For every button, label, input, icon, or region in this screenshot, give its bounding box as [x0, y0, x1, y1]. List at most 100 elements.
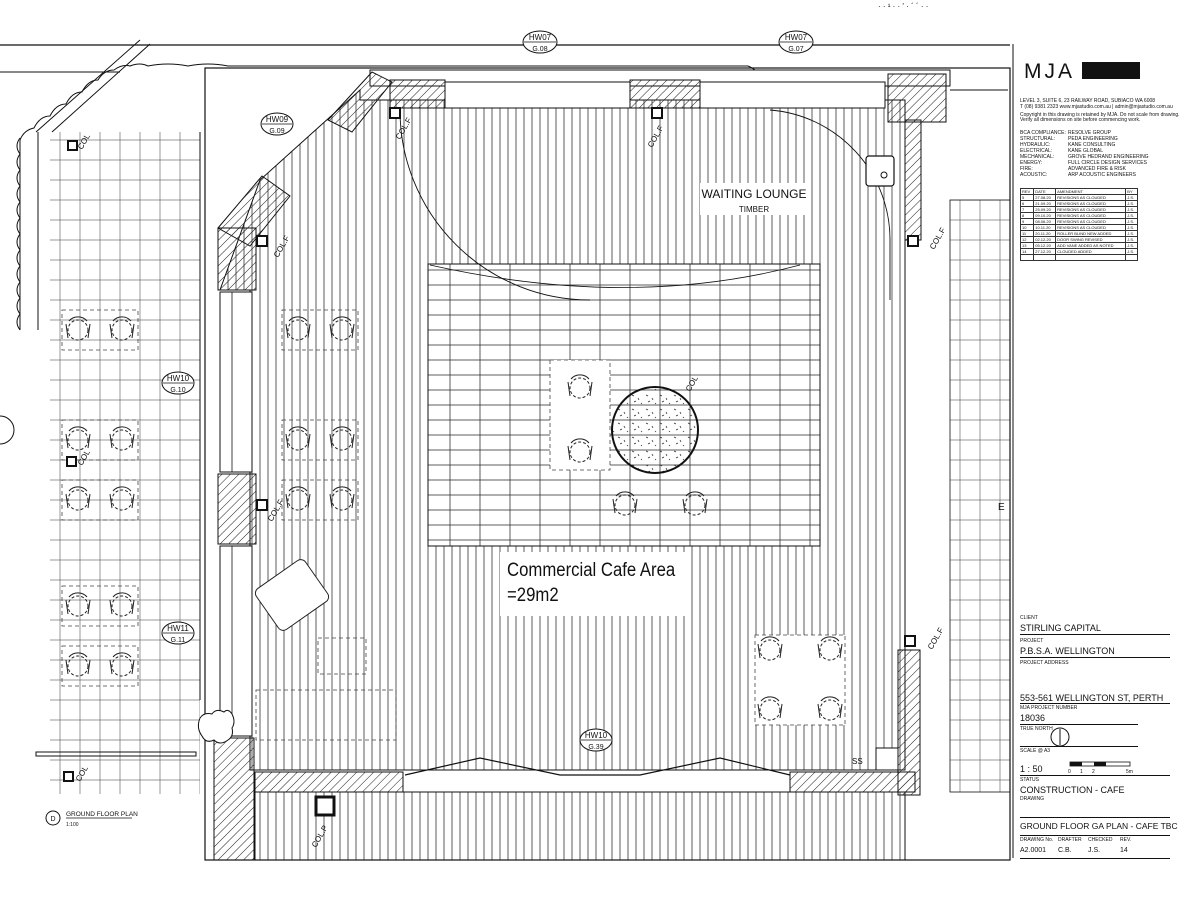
divider — [1020, 775, 1170, 776]
window-tag-ref: G.10 — [170, 387, 185, 394]
room-name: WAITING LOUNGE — [702, 187, 807, 201]
terrace-edge — [35, 751, 197, 757]
window-head — [444, 81, 631, 109]
drawing-scale: 1:100 — [66, 822, 79, 828]
revision-number: 14 — [1120, 847, 1128, 854]
field-label: STATUS — [1020, 777, 1039, 783]
consultant-role: HYDRAULIC: — [1020, 142, 1051, 148]
window-tag-ref: G.09 — [269, 128, 284, 135]
cafe-area-title: Commercial Cafe Area — [507, 560, 676, 581]
footer-header: CHECKED — [1088, 837, 1113, 843]
hatched-wall — [254, 771, 404, 793]
window-tag-ref: G.11 — [171, 637, 186, 644]
revision-cloud — [16, 137, 21, 331]
address-line: T (08) 9381 2323 www.mjastudio.com.au | … — [1020, 104, 1173, 110]
feature-column — [611, 386, 699, 474]
hatched-wall — [629, 79, 701, 109]
basin-icon — [865, 155, 895, 187]
cafe-area-label: Commercial Cafe Area =29m2 — [500, 552, 689, 616]
checked-by: J.S. — [1088, 847, 1101, 854]
address-line: LEVEL 3, SUITE 6, 23 RAILWAY ROAD, SUBIA… — [1020, 98, 1156, 104]
divider — [1020, 657, 1170, 658]
project-address: 553-561 WELLINGTON ST, PERTH — [1020, 693, 1164, 703]
copyright-note: Copyright in this drawing is retained by… — [1020, 112, 1180, 118]
services-label: SS — [852, 757, 863, 766]
door-swing — [769, 109, 891, 300]
cafe-area-size: =29m2 — [507, 585, 559, 606]
window-tag-code: HW11 — [167, 624, 189, 633]
column-marker — [63, 771, 74, 782]
window-tag-code: HW10 — [167, 374, 190, 383]
divider — [1020, 746, 1138, 747]
window-tag-code: HW07 — [529, 33, 552, 42]
consultant-name: PEDA ENGINEERING — [1068, 136, 1118, 142]
terrace-edge — [35, 39, 201, 700]
divider — [1020, 634, 1170, 635]
column-marker — [904, 635, 916, 647]
consultant-name: ARP ACOUSTIC ENGINEERS — [1068, 172, 1136, 178]
scale-tick: 1 — [1080, 769, 1083, 775]
revision-cloud — [19, 63, 764, 141]
window-tag-code: HW09 — [266, 115, 289, 124]
window-tag: HW09 G.09 — [260, 112, 294, 136]
field-label: PROJECT — [1020, 638, 1044, 644]
field-label: PROJECT ADDRESS — [1020, 660, 1069, 666]
hatched-wall — [789, 771, 916, 793]
divider — [1020, 724, 1138, 725]
consultant-role: STRUCTURAL: — [1020, 136, 1056, 142]
consultant-name: FULL CIRCLE DESIGN SERVICES — [1068, 160, 1147, 166]
drawing-number: A2.0001 — [1020, 847, 1047, 854]
grid-bubble — [0, 415, 15, 445]
drafter: C.B. — [1058, 847, 1072, 854]
footer-header: REV. — [1120, 837, 1132, 843]
project-number: 18036 — [1020, 713, 1046, 723]
services-riser — [875, 747, 899, 771]
copyright-note: Verify all dimensions on site before com… — [1020, 117, 1141, 123]
window-tag-code: HW10 — [585, 731, 608, 740]
consultant-name: KANE GLOBAL — [1068, 148, 1104, 154]
divider — [1020, 703, 1170, 704]
grid-letter: E — [998, 502, 1005, 513]
south-verandah — [254, 791, 906, 861]
window-tag: HW07 G.07 — [778, 30, 814, 54]
footer-header: DRAFTER — [1058, 837, 1082, 843]
column-marker — [256, 499, 268, 511]
floor-finish: TIMBER — [739, 205, 769, 214]
scale-tick: 2 — [1092, 769, 1095, 775]
divider — [1020, 817, 1170, 818]
table-set — [549, 359, 611, 471]
column-marker — [314, 795, 336, 817]
hatched-wall — [904, 119, 922, 241]
consultant-role: FIRE: — [1020, 166, 1033, 172]
east-paving — [949, 199, 1011, 793]
window-tag: HW10 G.39 — [579, 728, 613, 752]
scale-tick: 0 — [1068, 769, 1071, 775]
room-label-backing — [700, 183, 810, 215]
window-tag: HW07 G.08 — [522, 30, 558, 54]
hatched-wall — [327, 71, 393, 133]
column-label: COL.F — [926, 626, 946, 651]
divider — [1020, 858, 1170, 859]
window-tag: HW10 G.10 — [161, 371, 195, 395]
drawing-status: CONSTRUCTION - CAFE — [1020, 785, 1125, 795]
logo-bar — [1082, 62, 1140, 79]
firm-logo: MJA — [1024, 60, 1075, 83]
hatched-wall — [217, 227, 257, 291]
field-label: TRUE NORTH — [1020, 726, 1053, 732]
lounge-setting — [255, 689, 397, 741]
table-cell — [1055, 254, 1127, 261]
sheet-title: GROUND FLOOR GA PLAN - CAFE TBC — [1020, 821, 1178, 831]
drawing-title: GROUND FLOOR PLAN — [66, 811, 138, 818]
scale-bar — [1094, 762, 1106, 766]
field-label: DRAWING — [1020, 796, 1044, 802]
hatched-wall — [389, 79, 446, 109]
window-tag-ref: G.39 — [588, 744, 603, 751]
column-marker — [651, 107, 663, 119]
consultant-role: BCA COMPLIANCE: — [1020, 130, 1066, 136]
west-glazing — [219, 291, 253, 473]
consultant-name: RESOLVE GROUP — [1068, 130, 1111, 136]
column-marker — [67, 140, 78, 151]
hatched-wall — [887, 73, 947, 123]
field-label: MJA PROJECT NUMBER — [1020, 705, 1078, 711]
